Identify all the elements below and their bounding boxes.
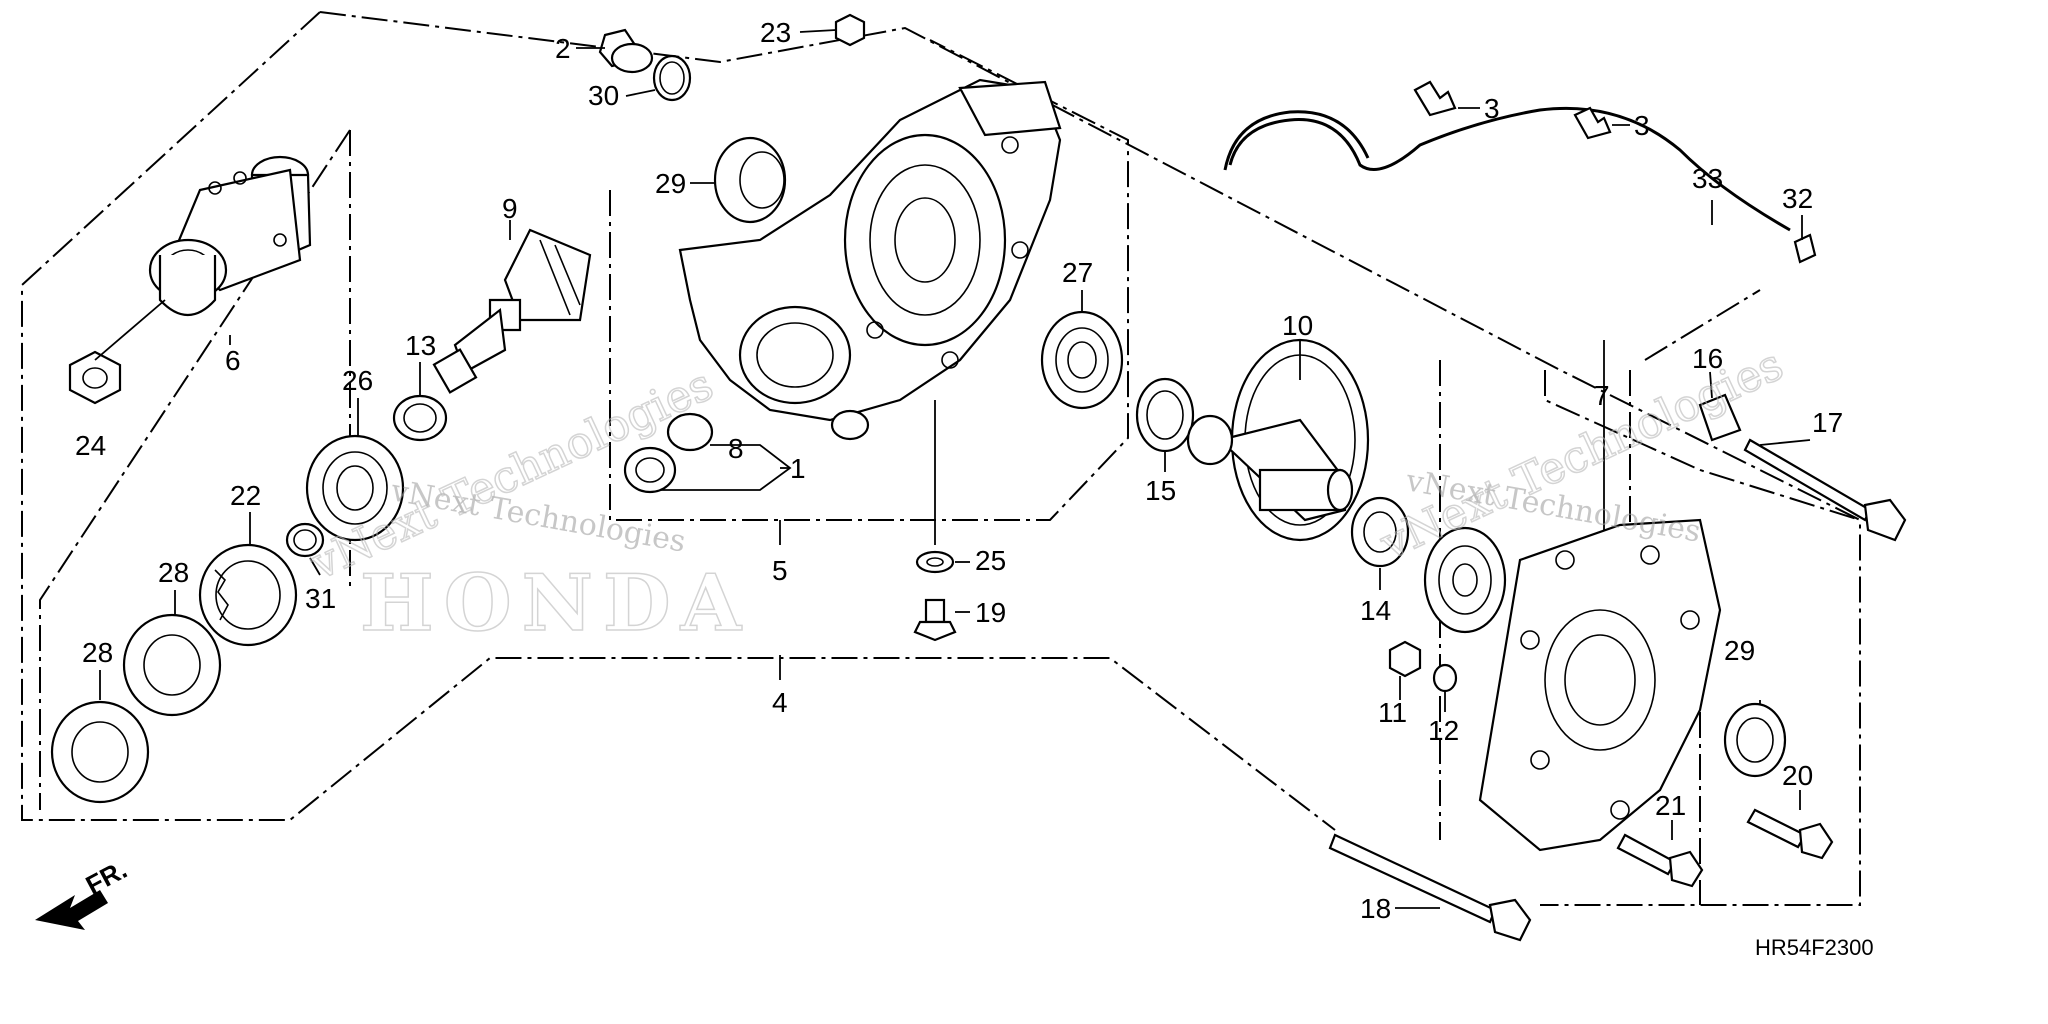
callout-29a: 29: [655, 168, 686, 199]
flange-part-6[interactable]: [148, 155, 312, 316]
callout-27: 27: [1062, 257, 1093, 288]
seal-part-28-upper[interactable]: [122, 613, 222, 717]
callout-33: 33: [1692, 163, 1723, 194]
callout-7: 7: [1594, 380, 1610, 411]
callout-10: 10: [1282, 310, 1313, 341]
callout-15: 15: [1145, 475, 1176, 506]
callout-2: 2: [555, 33, 571, 64]
callout-24: 24: [75, 430, 106, 461]
gear-case-cover-part-7[interactable]: [1478, 518, 1722, 852]
ring-gear-part-10[interactable]: [1186, 338, 1370, 542]
callout-12: 12: [1428, 715, 1459, 746]
callout-11: 11: [1378, 697, 1407, 728]
seal-part-15[interactable]: [1135, 377, 1195, 453]
clamp-part-32[interactable]: [1793, 233, 1817, 264]
clip-part-3-right[interactable]: [1573, 106, 1612, 140]
bolt-part-21[interactable]: [1616, 833, 1704, 888]
callout-3a: 3: [1484, 93, 1500, 124]
callout-32: 32: [1782, 183, 1813, 214]
brand-watermark: HONDA: [360, 558, 751, 649]
nut-part-23[interactable]: [834, 13, 866, 47]
callout-20: 20: [1782, 760, 1813, 791]
seal-part-28-lower[interactable]: [50, 700, 150, 804]
callout-9: 9: [502, 193, 518, 224]
pinion-gear-part-9[interactable]: [432, 228, 592, 394]
collar-part-16[interactable]: [1698, 393, 1742, 442]
callout-25: 25: [975, 545, 1006, 576]
callout-29b: 29: [1724, 635, 1755, 666]
seal-part-29-lower[interactable]: [1723, 702, 1787, 778]
callout-labels: 1 2 3 3 4 5 6 7 8 9 10 11 12 13 14 15 16…: [75, 17, 1843, 924]
o-ring-part-30[interactable]: [652, 54, 692, 102]
diagram-code: HR54F2300: [1755, 935, 1874, 960]
callout-14: 14: [1360, 595, 1391, 626]
collar-part-8[interactable]: [623, 412, 714, 494]
callout-30: 30: [588, 80, 619, 111]
callout-19: 19: [975, 597, 1006, 628]
front-label: FR.: [81, 854, 132, 900]
bolt-part-17[interactable]: [1743, 438, 1907, 542]
lock-nut-part-22[interactable]: [198, 543, 298, 647]
callout-28b: 28: [82, 637, 113, 668]
callout-18: 18: [1360, 893, 1391, 924]
washer-part-25[interactable]: [915, 550, 955, 574]
ring-part-13[interactable]: [392, 394, 448, 442]
clip-part-3-left[interactable]: [1413, 80, 1457, 117]
bearing-part-27[interactable]: [1040, 310, 1124, 410]
front-arrow-icon: [35, 890, 108, 930]
callout-4: 4: [772, 687, 788, 718]
callout-21: 21: [1655, 790, 1686, 821]
bolt-part-11[interactable]: [1388, 640, 1422, 678]
seal-part-29-upper[interactable]: [713, 136, 787, 224]
nut-part-24[interactable]: [68, 350, 122, 405]
callout-5: 5: [772, 555, 788, 586]
leader-lines: [99, 29, 1811, 909]
breather-part-2[interactable]: [598, 28, 654, 74]
callout-6: 6: [225, 345, 241, 376]
callout-16: 16: [1692, 343, 1723, 374]
callout-8: 8: [728, 433, 744, 464]
callout-28a: 28: [158, 557, 189, 588]
washer-part-12[interactable]: [1432, 663, 1458, 693]
callout-26: 26: [342, 365, 373, 396]
callout-31: 31: [305, 583, 336, 614]
bolt-part-18[interactable]: [1328, 833, 1532, 942]
ring-part-31[interactable]: [285, 522, 325, 558]
gear-case-housing[interactable]: [678, 78, 1062, 545]
bearing-part-cover[interactable]: [1423, 526, 1507, 634]
bolt-part-20[interactable]: [1746, 808, 1834, 860]
callout-22: 22: [230, 480, 261, 511]
callout-23: 23: [760, 17, 791, 48]
callout-1: 1: [790, 453, 806, 484]
callout-3b: 3: [1634, 110, 1650, 141]
front-direction-marker: FR.: [35, 854, 132, 930]
seal-part-14[interactable]: [1350, 496, 1410, 568]
bolt-part-19[interactable]: [913, 598, 957, 642]
breather-tube-part-33[interactable]: [1223, 106, 1791, 232]
callout-13: 13: [405, 330, 436, 361]
bearing-part-26[interactable]: [305, 434, 405, 542]
callout-17: 17: [1812, 407, 1843, 438]
